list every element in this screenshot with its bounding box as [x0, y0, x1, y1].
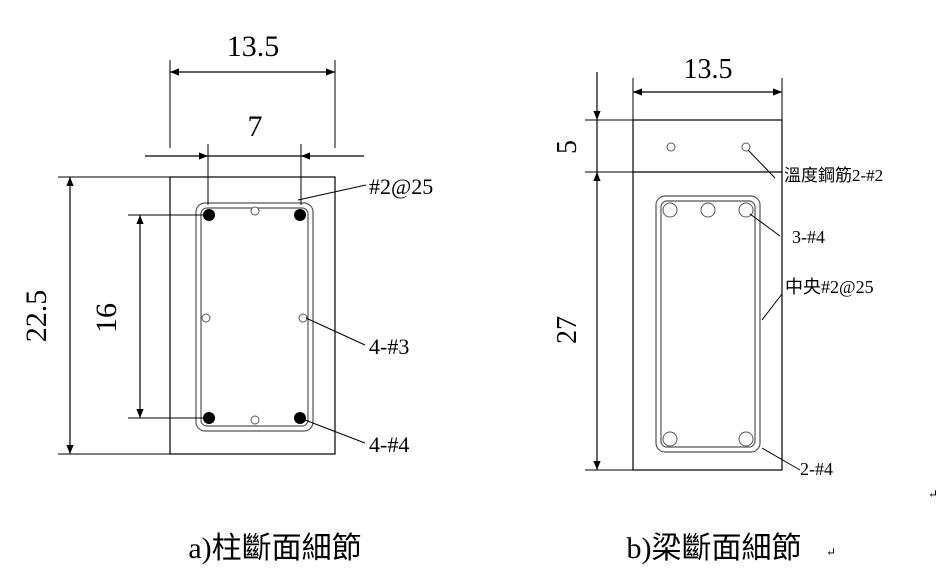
- beam-top-bars-label: 3-#4: [792, 227, 825, 247]
- column-side-bar: [201, 313, 211, 323]
- column-section: 13.5 7 22.5 16 #2@25 4-#3 4-#4 a)柱斷面細節: [20, 30, 433, 565]
- column-corner-bar: [294, 209, 306, 221]
- column-caption: a)柱斷面細節: [188, 532, 361, 565]
- beam-top-bar: [662, 202, 678, 218]
- beam-temp-bar: [666, 142, 676, 152]
- column-corner-bar: [294, 412, 306, 424]
- column-side-bar: [250, 415, 260, 425]
- column-corner-bar: [203, 412, 215, 424]
- column-height-outer: 22.5: [20, 290, 53, 343]
- beam-stirrup: [655, 195, 761, 453]
- beam-top-depth: 5: [552, 140, 583, 154]
- beam-stirrup-label: 中央#2@25: [785, 277, 874, 297]
- column-side-bar: [250, 206, 260, 216]
- paragraph-mark: ↵: [928, 487, 938, 501]
- beam-caption: b)梁斷面細節: [627, 532, 802, 565]
- beam-top-bar: [700, 202, 716, 218]
- column-width-outer: 13.5: [227, 30, 280, 63]
- beam-top-bar: [738, 202, 754, 218]
- beam-main-depth: 27: [552, 316, 583, 344]
- column-side-bar: [298, 313, 308, 323]
- column-height-inner: 16: [90, 303, 123, 333]
- beam-width: 13.5: [684, 54, 733, 85]
- beam-section: 13.5 5 27 溫度鋼筋2-#2 3-#4 中央#2@25 2-#4 b)梁…: [552, 54, 883, 565]
- beam-temp-bar: [741, 142, 751, 152]
- column-outline: [169, 176, 336, 455]
- beam-temp-bars-label: 溫度鋼筋2-#2: [784, 166, 883, 185]
- column-width-inner: 7: [248, 110, 263, 143]
- column-stirrup: [195, 202, 314, 432]
- beam-outline: [632, 119, 783, 471]
- column-corner-bars-label: 4-#4: [369, 432, 409, 457]
- beam-bottom-bar: [662, 431, 678, 447]
- paragraph-mark: ↵: [826, 545, 836, 559]
- column-side-bars-label: 4-#3: [369, 334, 409, 359]
- column-stirrup-label: #2@25: [369, 174, 433, 199]
- beam-bottom-bars-label: 2-#4: [800, 459, 833, 479]
- column-corner-bar: [203, 209, 215, 221]
- beam-bottom-bar: [738, 431, 754, 447]
